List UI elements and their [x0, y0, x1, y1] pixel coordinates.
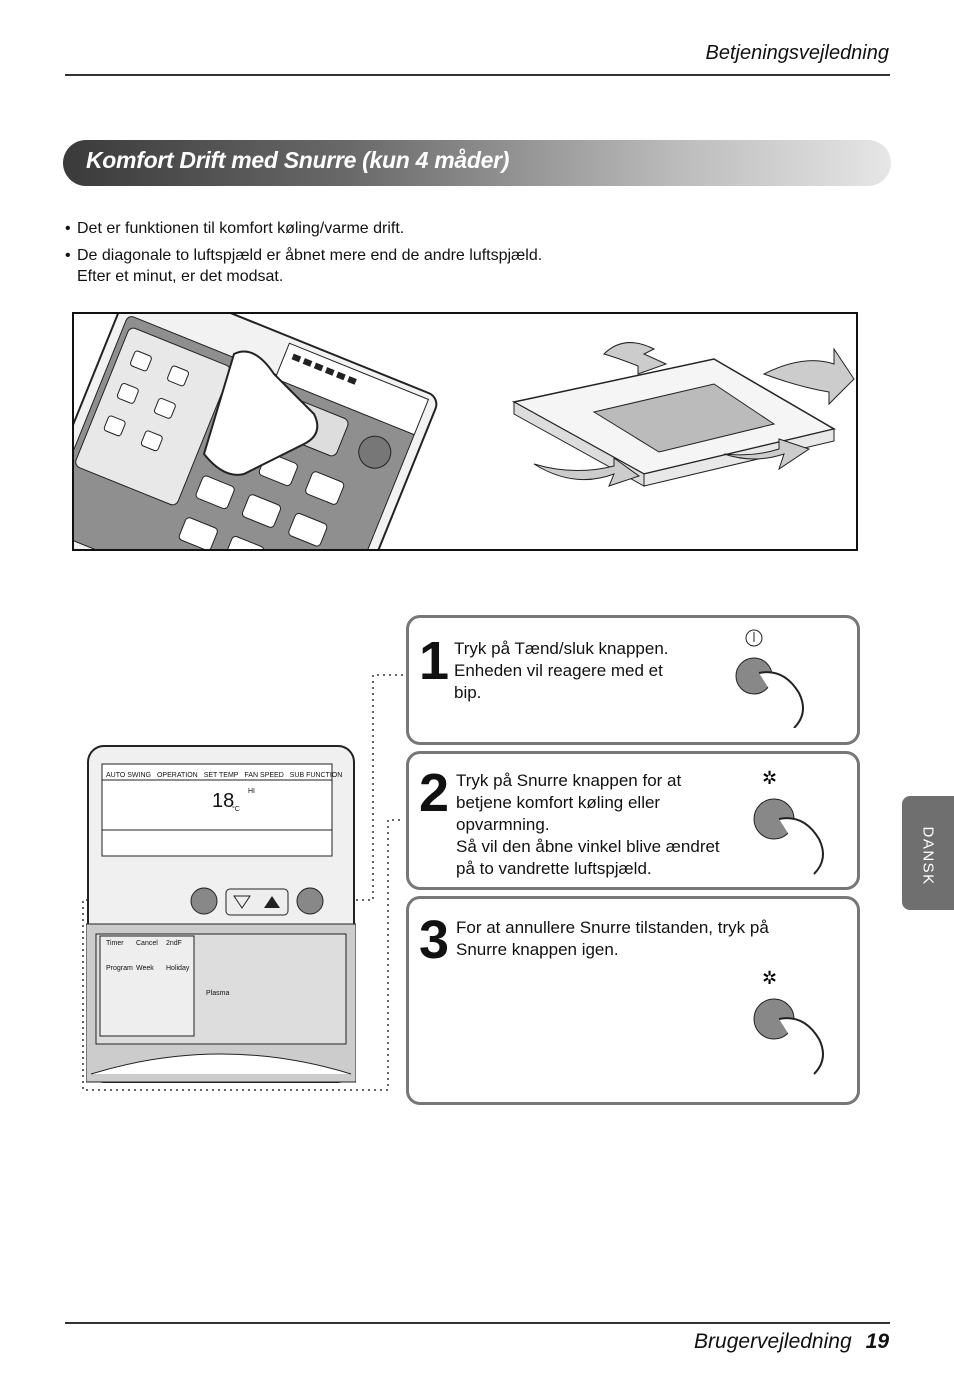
language-tab-label: DANSK — [919, 826, 937, 886]
cassette-unit — [511, 342, 855, 487]
button-label: 2ndF — [166, 940, 182, 947]
display-tab: SET TEMP — [203, 772, 239, 779]
temp-unit: °C — [232, 806, 240, 813]
section-banner — [63, 140, 891, 186]
step-box: 1 Tryk på Tænd/sluk knappen.Enheden vil … — [406, 615, 860, 745]
bullet-item: •De diagonale to luftspjæld er åbnet mer… — [65, 247, 543, 285]
swirl-button-illustration: ✲ — [744, 764, 844, 884]
button-label: Week — [136, 965, 154, 972]
remote-control: AUTO SWING OPERATION SET TEMP FAN SPEED … — [85, 744, 357, 1084]
button-label: Holiday — [166, 965, 190, 972]
step-number: 1 — [419, 631, 450, 691]
page-number: 19 — [865, 1330, 889, 1353]
display-tab: AUTO SWING — [106, 772, 151, 779]
svg-text:✲: ✲ — [762, 768, 777, 789]
button-label: Timer — [106, 940, 124, 947]
dotted-connectors — [82, 674, 403, 1091]
display-tab: SUB FUNCTION — [289, 772, 343, 779]
swirl-icon: ✲ — [753, 768, 824, 875]
step-text: Tryk på Tænd/sluk knappen.Enheden vil re… — [454, 639, 669, 702]
section-title: Komfort Drift med Snurre (kun 4 måder) — [86, 147, 510, 173]
footer: Brugervejledning 19 — [694, 1330, 889, 1354]
display-tab: OPERATION — [156, 772, 198, 779]
temp-readout: 18 — [212, 790, 235, 812]
step-text: For at annullere Snurre tilstanden, tryk… — [456, 918, 769, 959]
remote-and-cassette-illustration — [74, 314, 855, 549]
display-tab: FAN SPEED — [244, 772, 284, 779]
step-number: 3 — [419, 910, 450, 970]
header-title: Betjeningsvejledning — [705, 42, 889, 64]
swirl-button-illustration: ✲ — [744, 964, 844, 1089]
footer-title: Brugervejledning — [694, 1330, 852, 1353]
svg-text:✲: ✲ — [762, 968, 777, 989]
footer-rule — [65, 1322, 890, 1324]
step-number: 2 — [419, 763, 450, 823]
bullet-item: •Det er funktionen til komfort køling/va… — [65, 220, 405, 237]
button-label: Cancel — [136, 940, 158, 947]
illustration-frame — [72, 312, 858, 551]
step-box: 3 For at annullere Snurre tilstanden, tr… — [406, 896, 860, 1105]
swirl-icon: ✲ — [753, 968, 824, 1075]
button-label: Program — [106, 965, 133, 972]
power-icon — [735, 629, 804, 729]
button-label: Plasma — [206, 990, 230, 997]
power-button-illustration — [729, 628, 829, 733]
header-rule — [65, 74, 890, 76]
fan-level: HI — [248, 788, 255, 795]
language-tab — [902, 796, 954, 910]
